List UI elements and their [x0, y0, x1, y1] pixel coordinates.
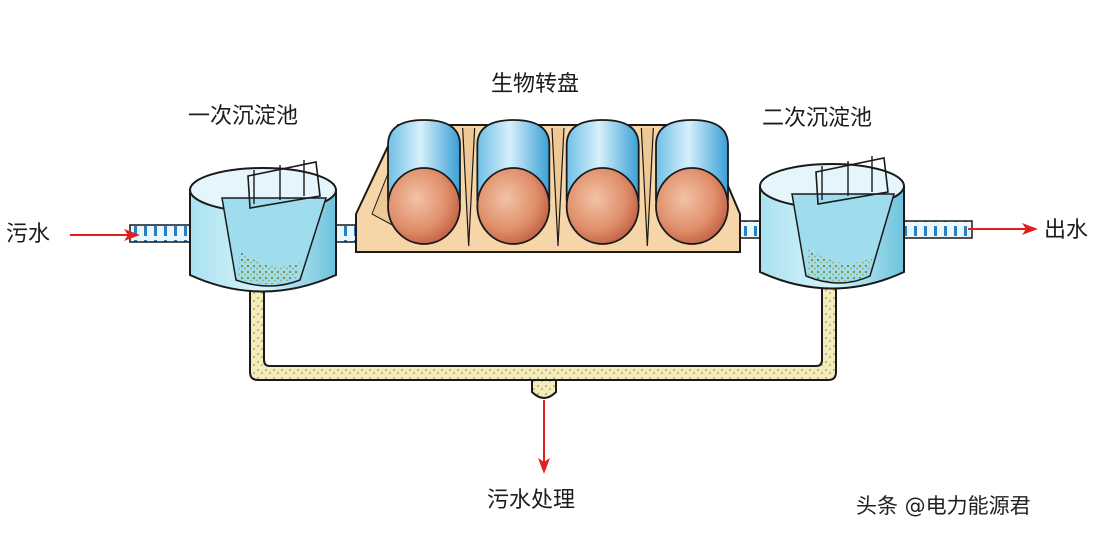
secondary-settling-tank [759, 156, 905, 290]
rbc-title: 生物转盘 [491, 72, 580, 97]
inlet-arrow [70, 229, 140, 241]
outlet-pipe [899, 220, 973, 239]
rotating-disc [387, 119, 461, 245]
inlet-pipe [129, 224, 193, 243]
sludge-arrow [538, 400, 550, 474]
secondary-tank-label: 二次沉淀池 [762, 106, 873, 131]
disc-divider [640, 127, 654, 247]
sludge-pipe [249, 287, 837, 400]
rotating-disc [655, 119, 729, 245]
disc-divider [551, 127, 565, 247]
outlet-arrow [968, 223, 1038, 235]
rbc-discs [387, 119, 729, 247]
outlet-label: 出水 [1044, 218, 1089, 243]
disc-divider [462, 127, 476, 247]
rotating-disc [476, 119, 551, 245]
rotating-disc [565, 119, 640, 245]
watermark: 头条 @电力能源君 [856, 494, 1031, 518]
primary-tank-label: 一次沉淀池 [188, 104, 299, 129]
sludge-treatment-label: 污水处理 [487, 488, 576, 513]
primary-settling-tank [189, 160, 337, 293]
inlet-label: 污水 [6, 222, 51, 247]
